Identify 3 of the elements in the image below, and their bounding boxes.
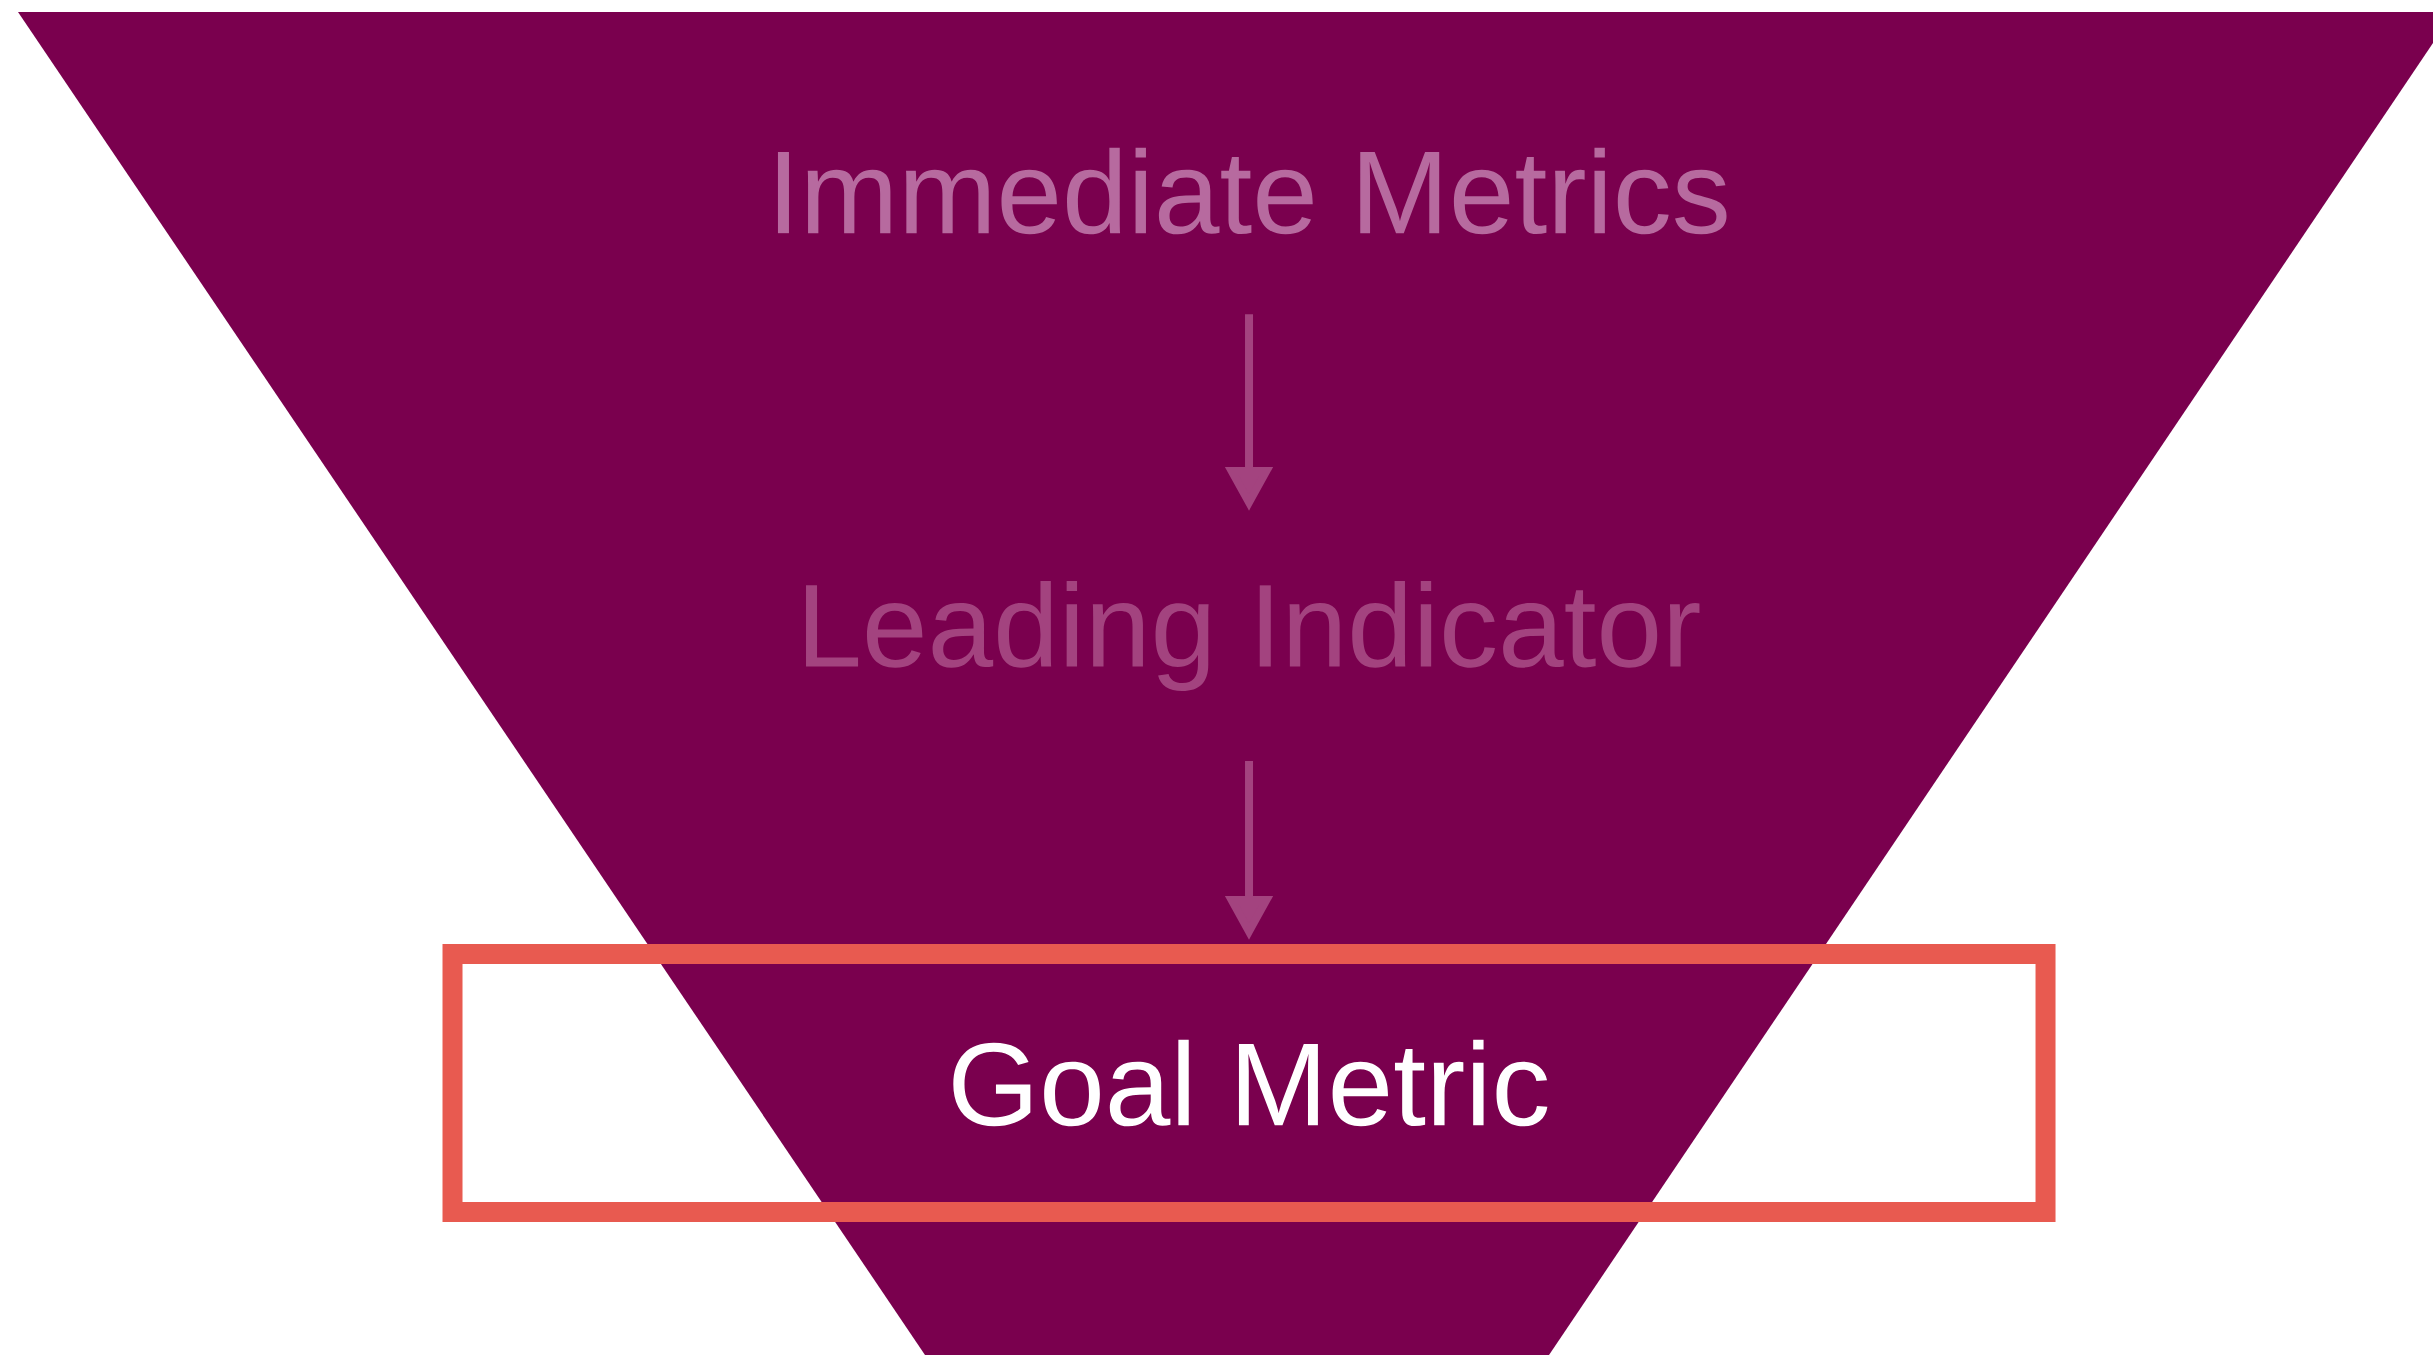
funnel-label: Immediate Metrics [777, 147, 1727, 235]
funnel-label: Leading Indicator [806, 581, 1700, 691]
highlight-box: Goal Metric [442, 944, 2056, 1222]
